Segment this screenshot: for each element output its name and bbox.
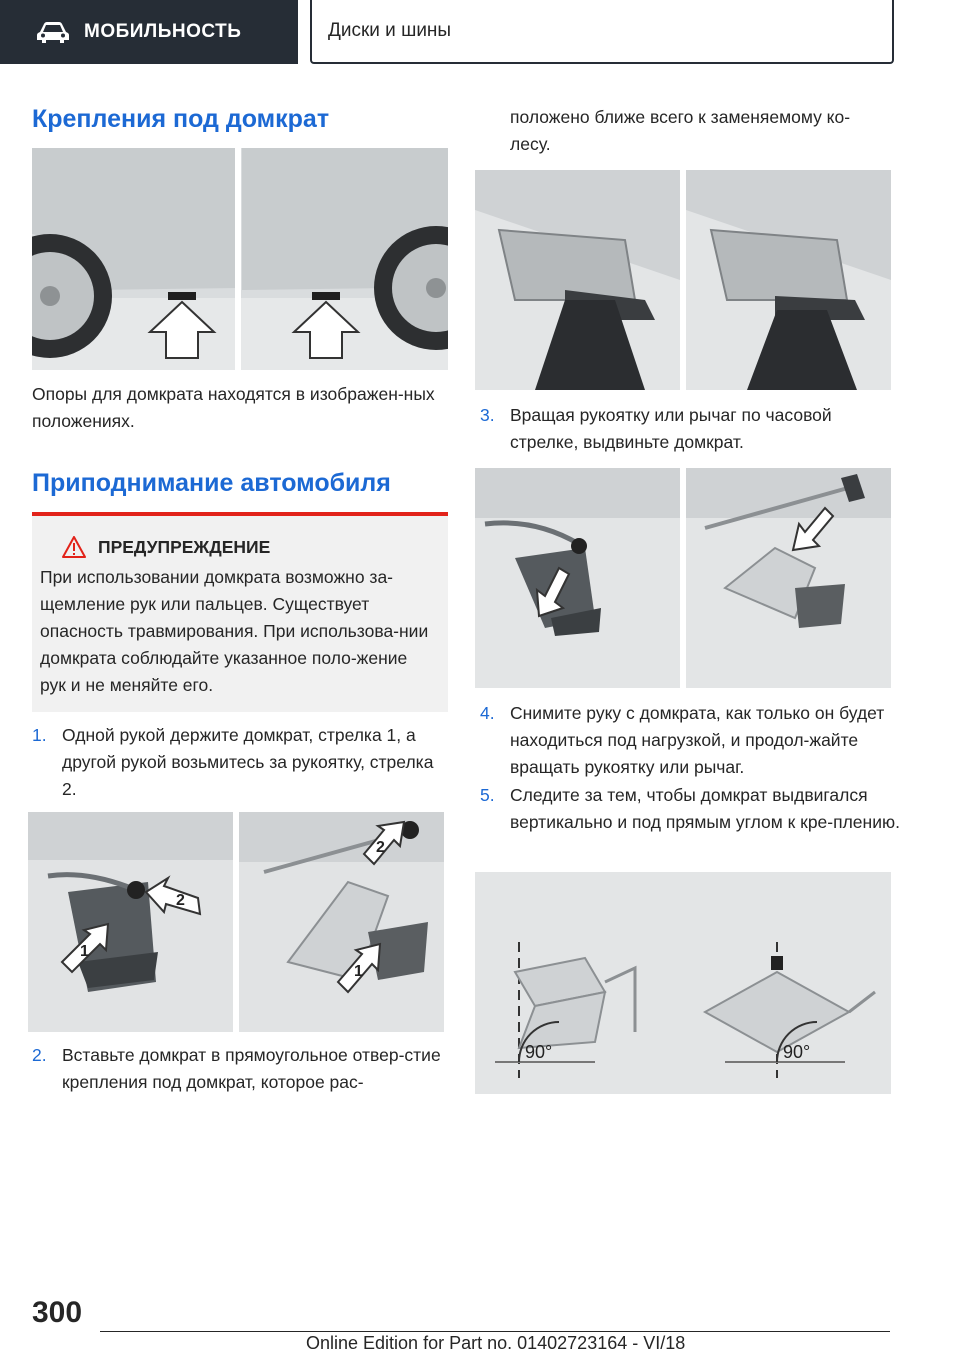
step-number: 4. — [480, 703, 495, 723]
step-text: Одной рукой держите домкрат, стрелка 1, … — [62, 725, 434, 799]
angle-label: 90° — [525, 1042, 552, 1062]
step-text: Снимите руку с домкрата, как только он б… — [510, 703, 885, 777]
jack-insert-figure — [475, 170, 891, 390]
vertical-alignment-figure: 90° 90° — [475, 872, 891, 1094]
step-1: 1. Одной рукой держите домкрат, стрелка … — [32, 722, 452, 804]
step-number: 2. — [32, 1045, 47, 1065]
section-tab[interactable]: МОБИЛЬНОСТЬ — [0, 0, 298, 64]
step-number: 1. — [32, 725, 47, 745]
jack-points-heading: Крепления под домкрат — [32, 105, 330, 133]
chapter-tab[interactable]: Диски и шины — [310, 0, 894, 64]
chapter-title: Диски и шины — [328, 20, 452, 41]
step-text: Вставьте домкрат в прямоугольное отвер-с… — [62, 1045, 441, 1092]
crank-jack-figure — [475, 468, 891, 688]
section-title: МОБИЛЬНОСТЬ — [84, 21, 242, 42]
jack-points-caption: Опоры для домкрата находятся в изображен… — [32, 384, 435, 431]
step-number: 5. — [480, 785, 495, 805]
warning-box: ПРЕДУПРЕЖДЕНИЕ При использовании домкрат… — [32, 512, 448, 712]
step-5: 5. Следите за тем, чтобы домкрат выдвига… — [480, 782, 900, 864]
step-4: 4. Снимите руку с домкрата, как только о… — [480, 700, 900, 782]
step-number: 3. — [480, 405, 495, 425]
svg-text:1: 1 — [354, 963, 363, 980]
hold-jack-figure: 2 1 2 1 — [28, 812, 444, 1032]
page-number: 300 — [32, 1296, 83, 1329]
svg-text:2: 2 — [376, 839, 385, 856]
footer-edition: Online Edition for Part no. 01402723164 … — [306, 1333, 686, 1353]
svg-text:90°: 90° — [783, 1042, 810, 1062]
warning-triangle-icon — [62, 536, 86, 558]
arrow-label-2: 2 — [176, 892, 185, 909]
step-2-continuation: положено ближе всего к заменяемому ко-ле… — [510, 107, 851, 154]
step-text: Следите за тем, чтобы домкрат выдвигался… — [510, 785, 900, 832]
step-3: 3. Вращая рукоятку или рычаг по часовой … — [480, 402, 900, 458]
footer-divider — [100, 1331, 890, 1332]
arrow-label-1: 1 — [80, 943, 89, 960]
warning-text: При использовании домкрата возможно за-щ… — [40, 567, 429, 695]
step-text: Вращая рукоятку или рычаг по часовой стр… — [510, 405, 832, 452]
car-icon — [37, 22, 69, 43]
jack-points-figure — [32, 148, 448, 370]
step-2: 2. Вставьте домкрат в прямоугольное отве… — [32, 1042, 452, 1098]
lifting-heading: Приподнимание автомобиля — [32, 469, 391, 497]
warning-title: ПРЕДУПРЕЖДЕНИЕ — [98, 536, 271, 557]
